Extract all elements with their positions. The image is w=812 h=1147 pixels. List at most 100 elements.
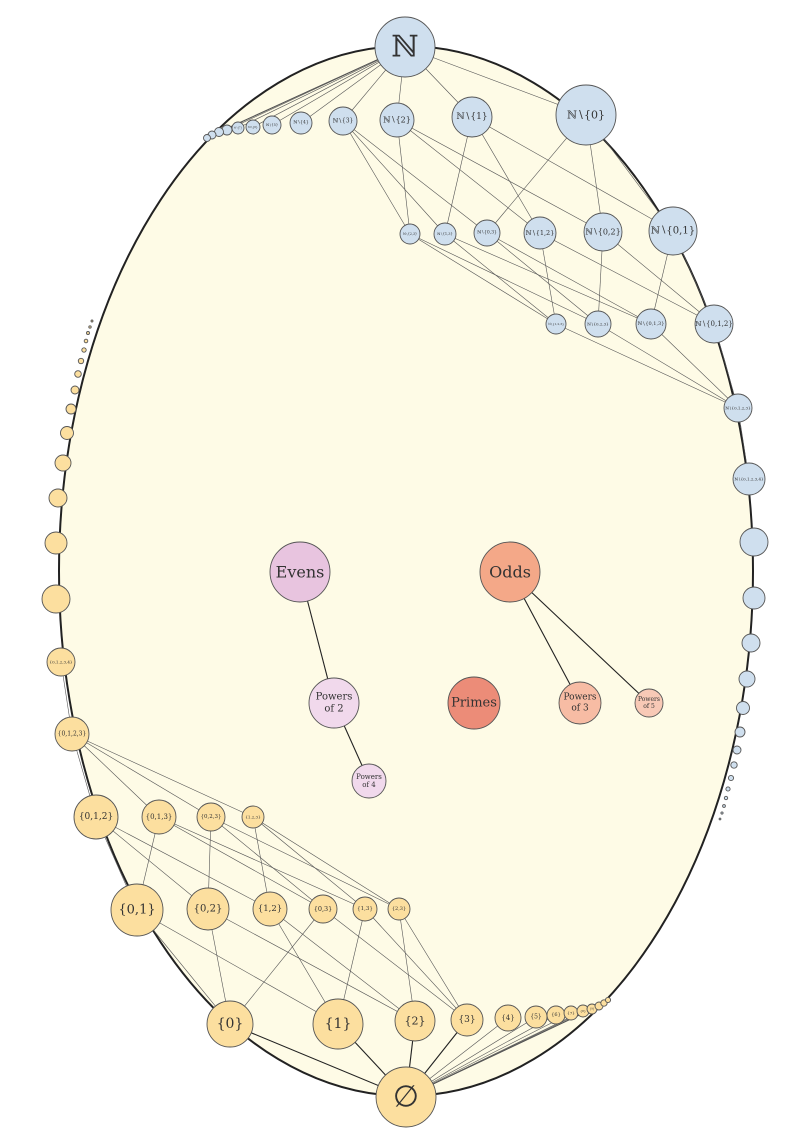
edge bbox=[71, 733, 160, 818]
finite-node-label: {9} bbox=[590, 1008, 595, 1011]
finite-chain-dot bbox=[44, 531, 68, 555]
cofinite-node-circle bbox=[555, 84, 617, 146]
cofinite-node: ℕ∖{2,3} bbox=[399, 223, 421, 245]
edge bbox=[364, 908, 468, 1021]
cofinite-node-circle bbox=[328, 106, 358, 136]
edge bbox=[252, 816, 400, 910]
edge bbox=[95, 816, 209, 910]
finite-chain-dot bbox=[70, 385, 80, 395]
finite-node-label: {0,1,2} bbox=[79, 812, 113, 822]
finite-chain-dot bbox=[90, 319, 94, 323]
cofinite-node: ℕ∖{2} bbox=[379, 102, 415, 138]
cofinite-node-circle bbox=[694, 304, 734, 344]
finite-chain-dot bbox=[83, 338, 89, 344]
cofinite-node-circle bbox=[262, 115, 282, 135]
cofinite-node: ℕ∖{4} bbox=[289, 111, 313, 135]
cofinite-node-label: ℕ∖{1,2} bbox=[526, 229, 555, 237]
nodes-layer: ℕℕ∖{0}ℕ∖{1}ℕ∖{2}ℕ∖{3}ℕ∖{4}ℕ∖{5}ℕ∖{6}ℕ∖{7… bbox=[41, 16, 769, 1128]
powers-of-3-node-label: of 3 bbox=[571, 703, 589, 713]
cofinite-node-label: ℕ∖{2} bbox=[383, 116, 411, 125]
edge bbox=[210, 816, 400, 910]
finite-node-label: {3} bbox=[458, 1015, 475, 1025]
finite-node-circle bbox=[186, 887, 230, 931]
edge bbox=[229, 908, 324, 1025]
cofinite-node-label: ℕ∖{0,2,3} bbox=[587, 322, 609, 327]
finite-node-label: {0,2} bbox=[194, 904, 223, 915]
power-set-boundary bbox=[58, 45, 754, 1097]
edge bbox=[486, 232, 652, 325]
finite-node-label: {1} bbox=[325, 1016, 352, 1032]
cofinite-chain-dot bbox=[734, 726, 746, 738]
powers-of-4-node-label: Powers bbox=[356, 773, 382, 781]
bottom-node-empty-set-label: ∅ bbox=[393, 1080, 419, 1115]
finite-node-label: {2,3} bbox=[392, 906, 406, 912]
finite-node: {6} bbox=[546, 1005, 566, 1025]
cofinite-node-label: ℕ∖{6} bbox=[248, 125, 258, 129]
cofinite-node-label: ℕ∖{0,1} bbox=[651, 226, 695, 237]
finite-node-label: {0,1,2,3,4} bbox=[50, 660, 73, 665]
cofinite-node-label: ℕ∖{1,3} bbox=[437, 232, 452, 236]
cofinite-node-circle bbox=[433, 222, 457, 246]
cofinite-chain-dot bbox=[727, 774, 735, 782]
cofinite-node-circle bbox=[584, 310, 612, 338]
cofinite-node-circle bbox=[732, 462, 766, 496]
finite-node-circle bbox=[141, 799, 177, 835]
edge bbox=[509, 571, 650, 704]
edge bbox=[486, 232, 599, 325]
finite-node-circle bbox=[110, 883, 164, 937]
edge bbox=[136, 909, 339, 1025]
finite-node: {0,3} bbox=[308, 894, 338, 924]
cofinite-node-label: ℕ∖{7} bbox=[234, 127, 242, 130]
edge bbox=[237, 46, 406, 129]
edge bbox=[539, 232, 715, 325]
cofinite-node: ℕ∖{0,1,2,3} bbox=[723, 393, 753, 423]
edge bbox=[444, 233, 557, 325]
bottom-node-empty-set-circle bbox=[375, 1066, 437, 1128]
edge bbox=[396, 119, 411, 235]
finite-chain-dot bbox=[604, 996, 612, 1004]
powers-of-5-node-label: Powers bbox=[638, 696, 660, 703]
powers-of-4-node-label: of 4 bbox=[362, 781, 376, 789]
cofinite-node: ℕ∖{0,3} bbox=[473, 219, 501, 247]
primes-node: Primes bbox=[447, 676, 501, 730]
finite-node: {0} bbox=[206, 1000, 254, 1048]
powers-of-2-node-circle bbox=[308, 677, 360, 729]
finite-node-label: {0,2,3} bbox=[201, 814, 222, 820]
primes-node-label: Primes bbox=[451, 696, 497, 711]
edge bbox=[405, 1012, 572, 1098]
finite-node-label: {4} bbox=[501, 1014, 514, 1022]
cofinite-node: ℕ∖{1,2,3} bbox=[545, 313, 567, 335]
finite-node: {0,1,3} bbox=[141, 799, 177, 835]
powers-of-2-node-label: Powers bbox=[316, 692, 353, 703]
edge bbox=[252, 816, 366, 910]
edge bbox=[229, 1023, 407, 1098]
cofinite-chain-dot bbox=[723, 795, 729, 801]
finite-node: {0,1} bbox=[110, 883, 164, 937]
finite-node-label: {0,1} bbox=[118, 903, 155, 918]
edge bbox=[398, 908, 468, 1021]
edge bbox=[597, 323, 739, 409]
finite-node: {2} bbox=[394, 1000, 436, 1042]
cofinite-node-label: ℕ∖{5} bbox=[266, 123, 278, 127]
powers-of-4-node-circle bbox=[351, 763, 387, 799]
finite-node-circle bbox=[54, 716, 90, 752]
cofinite-node-circle bbox=[379, 102, 415, 138]
top-node-naturals: ℕ bbox=[374, 16, 436, 78]
finite-node-label: {1,2} bbox=[258, 904, 282, 914]
cofinite-node: ℕ∖{1,3} bbox=[433, 222, 457, 246]
edge bbox=[207, 908, 416, 1022]
cofinite-node: ℕ∖{1} bbox=[451, 96, 493, 138]
finite-node-label: {1,3} bbox=[357, 906, 373, 912]
finite-node-circle bbox=[196, 802, 226, 832]
finite-chain-dot bbox=[77, 357, 85, 365]
finite-node-label: {0} bbox=[217, 1016, 244, 1032]
odds-node: Odds bbox=[479, 541, 541, 603]
cofinite-chain-dot bbox=[739, 527, 769, 557]
finite-chain-dot bbox=[41, 584, 71, 614]
cofinite-node-circle bbox=[523, 216, 557, 250]
edge bbox=[409, 233, 557, 325]
finite-node-label: {1,2,3} bbox=[245, 815, 261, 820]
